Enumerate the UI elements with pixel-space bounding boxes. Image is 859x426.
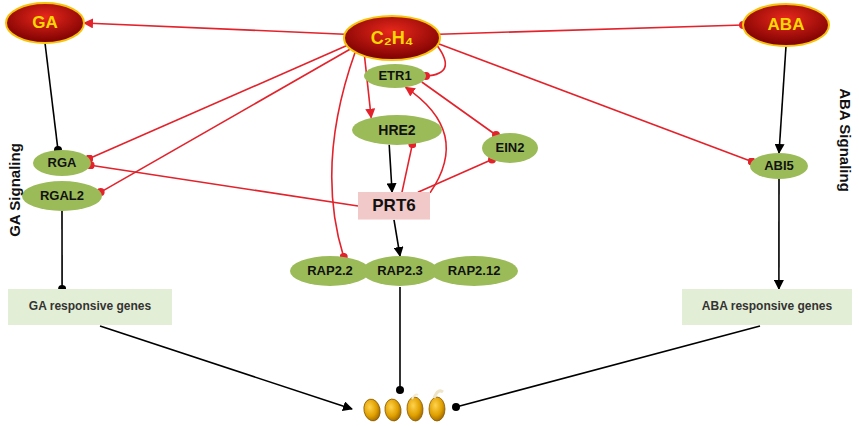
- node-label: GA responsive genes: [29, 300, 151, 314]
- activation-arrow: [778, 179, 780, 289]
- node-label: RAP2.3: [377, 264, 423, 279]
- hormone-ellipse: GA: [6, 3, 84, 43]
- node-label: ABA: [768, 15, 805, 35]
- node-label: RAP2.2: [307, 264, 353, 279]
- activation-arrow: [45, 43, 58, 150]
- activation-arrow: [779, 46, 786, 153]
- node-label: ABA responsive genes: [702, 300, 832, 314]
- node-label: ABI5: [764, 159, 794, 174]
- regulation-line: [91, 165, 358, 206]
- regulation-line: [418, 160, 492, 193]
- hormone-ellipse: ABA: [743, 4, 829, 46]
- leader-line: [399, 287, 401, 390]
- protein-ellipse: HRE2: [352, 115, 442, 145]
- node-label: RGAL2: [40, 189, 84, 204]
- activation-arrow: [61, 211, 63, 289]
- node-label: C₂H₄: [371, 28, 414, 49]
- regulation-line: [365, 56, 372, 118]
- gene-box: GA responsive genes: [8, 289, 172, 325]
- node-label: EIN2: [496, 141, 525, 156]
- regulation-line: [332, 52, 355, 257]
- protein-ellipse: RGA: [33, 150, 91, 176]
- seeds: [362, 391, 445, 423]
- node-label: GA: [32, 13, 58, 33]
- node-label: PRT6: [372, 196, 415, 216]
- protein-ellipse: RGAL2: [22, 181, 102, 211]
- hormone-ellipse: C₂H₄: [344, 16, 440, 60]
- node-label: ETR1: [378, 69, 411, 84]
- regulation-line: [402, 144, 412, 192]
- enzyme-box: PRT6: [358, 192, 430, 220]
- regulation-line: [439, 25, 743, 34]
- gene-box: ABA responsive genes: [682, 289, 852, 325]
- leader-line: [100, 326, 352, 409]
- node-label: HRE2: [378, 122, 415, 138]
- protein-ellipse: RAP2.12: [430, 256, 518, 286]
- regulation-line: [84, 23, 345, 34]
- node-label: RAP2.12: [448, 264, 501, 279]
- protein-ellipse: EIN2: [482, 133, 538, 163]
- protein-ellipse: RAP2.3: [362, 256, 438, 286]
- pathway-label: GA Signaling: [6, 143, 23, 237]
- protein-ellipse: RAP2.2: [290, 256, 370, 286]
- pathway-label: ABA Signaling: [837, 88, 854, 192]
- protein-ellipse: ETR1: [364, 64, 426, 88]
- regulation-line: [89, 46, 347, 159]
- regulation-line: [101, 49, 351, 192]
- protein-ellipse: ABI5: [750, 153, 808, 179]
- activation-arrow: [394, 220, 400, 256]
- leader-line: [456, 326, 760, 407]
- node-label: RGA: [48, 156, 77, 171]
- activation-arrow: [389, 145, 392, 192]
